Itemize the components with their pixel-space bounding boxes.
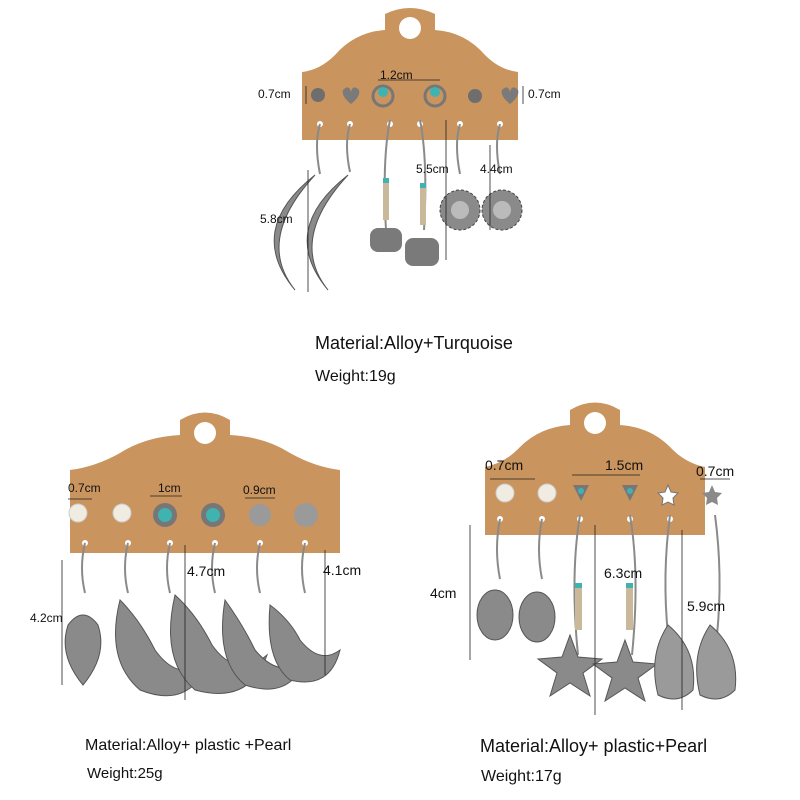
material-caption-set-3: Material:Alloy+ plastic+Pearl bbox=[480, 736, 708, 756]
kraft-card bbox=[485, 402, 705, 535]
kraft-card bbox=[302, 8, 518, 140]
hang-hole bbox=[584, 412, 606, 434]
dim-label: 6.3cm bbox=[604, 565, 643, 581]
earring-card-set-3: 0.7cm 1.5cm 0.7cm 4cm 6.3cm 5.9cm bbox=[430, 395, 780, 720]
earring-card-image bbox=[273, 8, 524, 292]
material-caption-set-2: Material:Alloy+ plastic +Pearl bbox=[85, 737, 292, 754]
stud-row bbox=[311, 84, 519, 108]
stud-row bbox=[68, 503, 318, 527]
hang-hole bbox=[194, 422, 216, 444]
dim-label: 4.2cm bbox=[30, 611, 63, 625]
cowrie-shell-pendants bbox=[654, 624, 737, 700]
turtle-pendants bbox=[476, 589, 556, 643]
dim-label: 5.9cm bbox=[687, 598, 726, 614]
dim-label: 4.4cm bbox=[480, 162, 513, 176]
weight-caption-set-1: Weight:19g bbox=[315, 368, 396, 385]
earring-card-image bbox=[61, 412, 341, 700]
weight-caption-set-3: Weight:17g bbox=[481, 768, 562, 785]
kraft-card bbox=[70, 412, 340, 553]
dim-label: 5.5cm bbox=[416, 162, 449, 176]
dim-label: 0.7cm bbox=[696, 463, 735, 479]
sun-pendants bbox=[439, 189, 523, 231]
dim-label: 4.1cm bbox=[323, 562, 362, 578]
dim-label: 0.7cm bbox=[258, 87, 291, 101]
earring-card-set-1: 0.7cm 1.2cm 0.7cm 5.5cm 4.4cm 5.8cm bbox=[240, 0, 580, 310]
dim-label: 1.5cm bbox=[605, 457, 644, 473]
moon-pendant-right bbox=[306, 174, 349, 291]
elephant-pendants bbox=[370, 228, 439, 266]
dim-label: 5.8cm bbox=[260, 212, 293, 226]
starfish-pendants bbox=[536, 633, 659, 703]
dim-label: 1.2cm bbox=[380, 68, 413, 82]
earring-card-set-2: 0.7cm 1cm 0.9cm 4.7cm 4.1cm 4.2cm bbox=[30, 395, 395, 715]
weight-caption-set-2: Weight:25g bbox=[87, 765, 163, 782]
bead-strands bbox=[575, 583, 633, 630]
earring-card-image bbox=[469, 402, 737, 715]
dim-label: 0.7cm bbox=[528, 87, 561, 101]
dim-label: 1cm bbox=[158, 481, 181, 495]
stud-row bbox=[495, 483, 722, 506]
dim-label: 4.7cm bbox=[187, 563, 226, 579]
dim-label: 0.7cm bbox=[485, 457, 524, 473]
leaf-pendant bbox=[64, 614, 102, 686]
filigree-pendants bbox=[115, 594, 341, 697]
dim-label: 0.9cm bbox=[243, 483, 276, 497]
material-caption-set-1: Material:Alloy+Turquoise bbox=[315, 333, 513, 353]
moon-pendant-left bbox=[273, 174, 316, 291]
dim-label: 4cm bbox=[430, 585, 457, 601]
bead-strands bbox=[383, 178, 426, 225]
hang-hole bbox=[399, 17, 421, 39]
dim-label: 0.7cm bbox=[68, 481, 101, 495]
